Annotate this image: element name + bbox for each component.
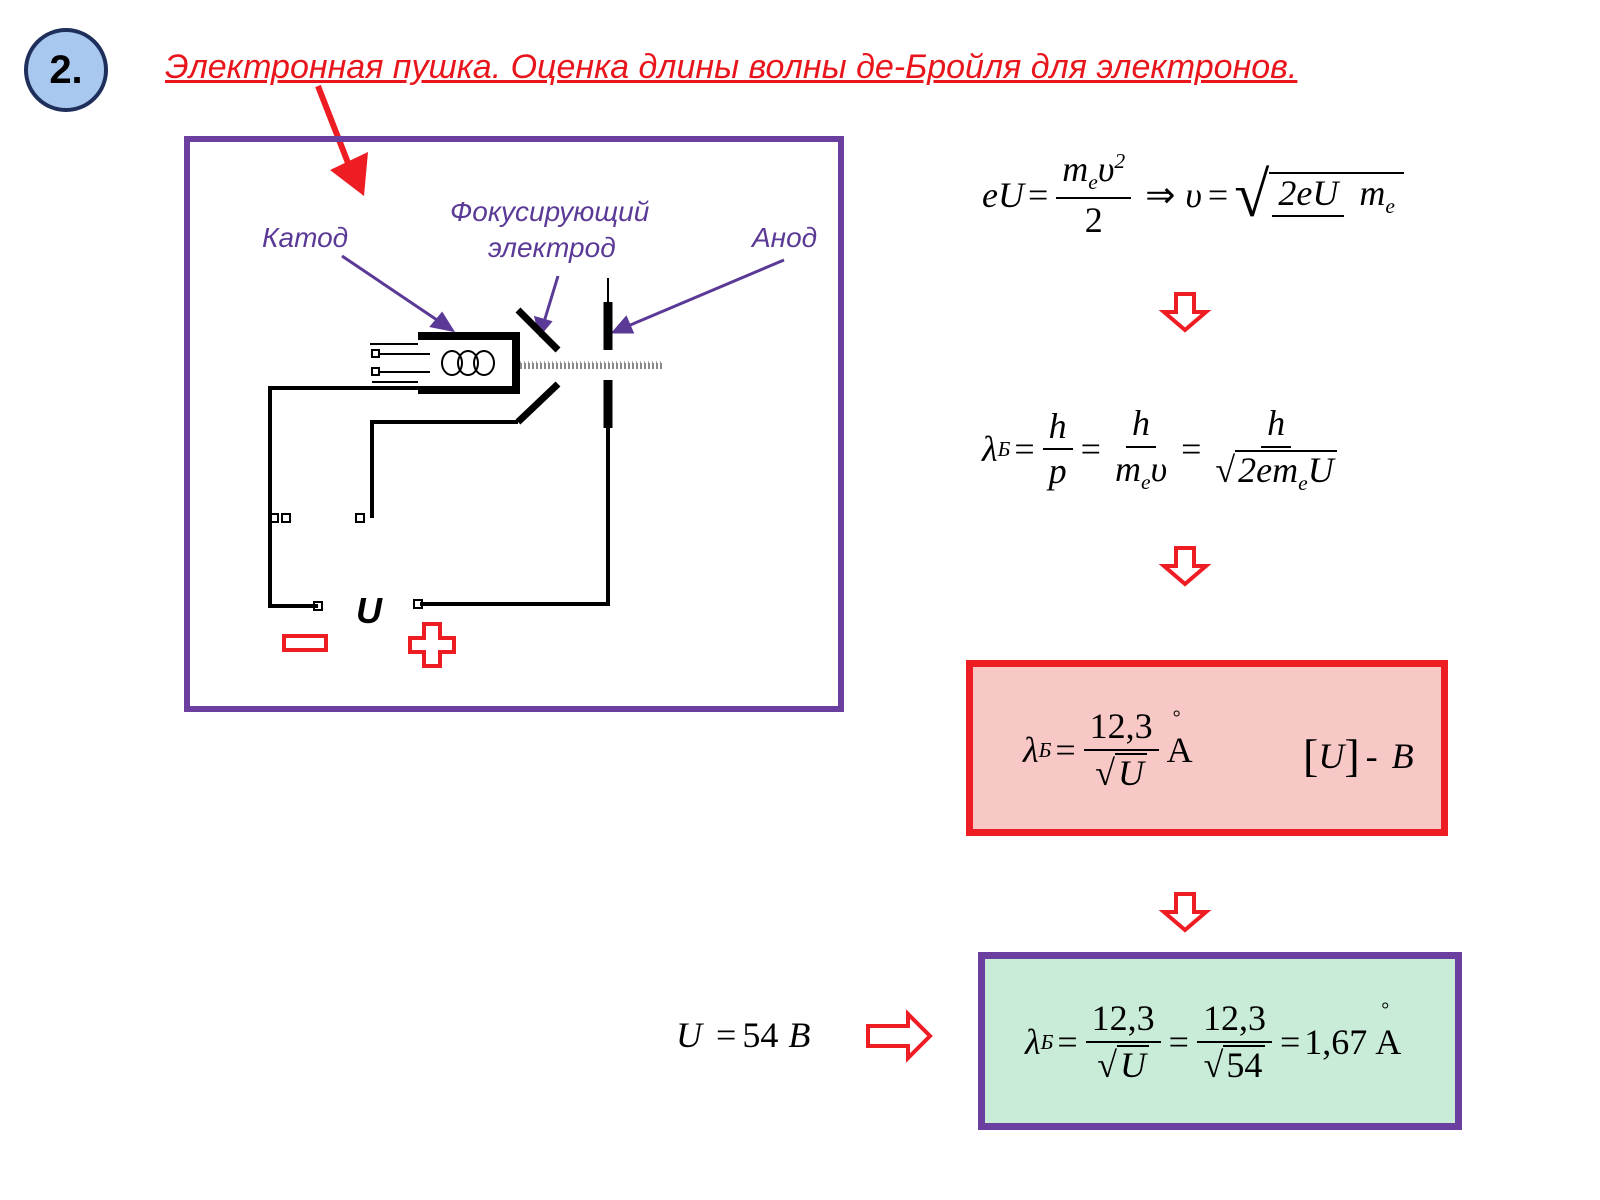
focus-electrode-label-1: Фокусирующий bbox=[450, 196, 650, 227]
sqrt-icon: √ bbox=[1095, 752, 1116, 793]
sqrt-icon: √ bbox=[1097, 1044, 1118, 1085]
slide-number-badge: 2. bbox=[24, 28, 108, 112]
focus-electrode-label-2: электрод bbox=[488, 232, 616, 263]
down-arrow-icon bbox=[1158, 292, 1212, 333]
down-arrow-icon bbox=[1158, 892, 1212, 933]
right-arrow-icon bbox=[866, 1009, 933, 1063]
sqrt-icon: √ bbox=[1203, 1044, 1224, 1085]
voltage-label: U bbox=[356, 590, 382, 631]
voltage-value: U = 54 B bbox=[676, 1015, 811, 1055]
down-arrow-icon bbox=[1158, 546, 1212, 587]
sqrt-icon: √ bbox=[1215, 449, 1236, 490]
sqrt-icon: √ bbox=[1234, 159, 1270, 231]
units-note: [ U ] - B bbox=[1303, 730, 1414, 781]
cathode-label: Катод bbox=[262, 222, 349, 253]
electron-gun-frame bbox=[184, 136, 844, 712]
slide-title: Электронная пушка. Оценка длины волны де… bbox=[165, 48, 1298, 86]
anode-label: Анод bbox=[752, 222, 818, 253]
kinetic-energy-formula: eU = meυ2 2 ⇒ υ = √ 2eU me bbox=[982, 149, 1408, 241]
